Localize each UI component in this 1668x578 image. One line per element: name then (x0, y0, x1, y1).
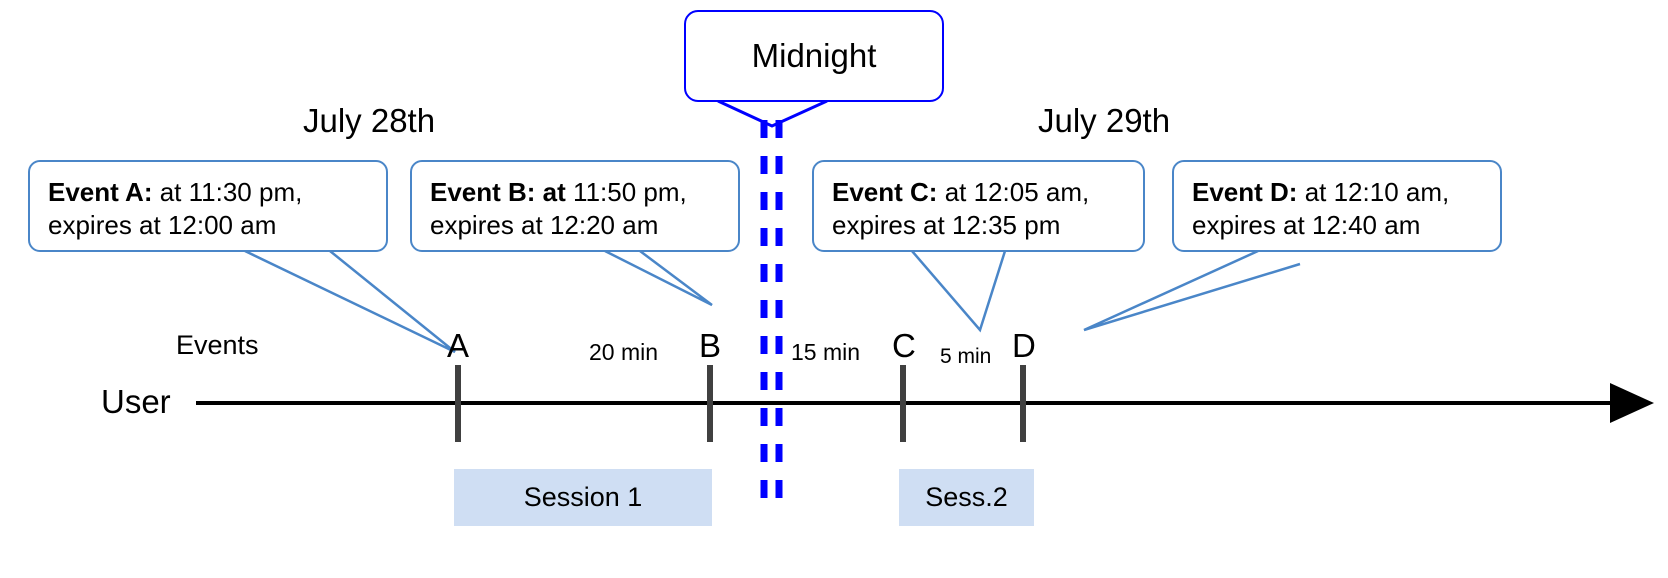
lane-label-events: Events (176, 330, 259, 360)
callout-event-b-line2: expires at 12:20 am (430, 209, 659, 240)
callout-event-d: Event D: at 12:10 am, expires at 12:40 a… (1172, 160, 1502, 252)
callout-event-a-line1: Event A: at 11:30 pm, (48, 176, 370, 209)
callout-event-b: Event B: at 11:50 pm, expires at 12:20 a… (410, 160, 740, 252)
date-label-right: July 29th (1038, 102, 1171, 139)
callout-event-d-rest: at 12:10 am, (1297, 177, 1450, 207)
callout-event-a-rest: at 11:30 pm, (152, 177, 303, 207)
midnight-callout: Midnight (684, 10, 944, 102)
midnight-callout-tail (717, 99, 828, 128)
callout-event-d-bold: Event D: (1192, 177, 1298, 207)
event-letter-b: B (699, 327, 722, 364)
session-box-1-label: Session 1 (523, 482, 643, 512)
callout-event-d-line1: Event D: at 12:10 am, (1192, 176, 1484, 209)
date-label-left: July 28th (303, 102, 436, 139)
event-d-callout-tail (1083, 249, 1301, 332)
event-letter-c: C (892, 327, 916, 364)
event-letter-d: D (1012, 327, 1036, 364)
callout-event-b-bold: Event B: at (430, 177, 566, 207)
event-c-callout-tail (911, 250, 1007, 333)
callout-event-a-bold: Event A: (48, 177, 153, 207)
interval-label-c-d: 5 min (940, 345, 992, 368)
callout-event-a: Event A: at 11:30 pm, expires at 12:00 a… (28, 160, 388, 252)
callout-event-c: Event C: at 12:05 am, expires at 12:35 p… (812, 160, 1145, 252)
session-box-2-label: Sess.2 (925, 482, 1008, 512)
session-box-2: Sess.2 (899, 469, 1034, 526)
callout-event-b-line1: Event B: at 11:50 pm, (430, 176, 722, 209)
callout-event-c-bold: Event C: (832, 177, 938, 207)
event-a-callout-tail (244, 249, 456, 354)
callout-event-a-line2: expires at 12:00 am (48, 209, 277, 240)
session-box-1: Session 1 (454, 469, 712, 526)
callout-event-c-line2: expires at 12:35 pm (832, 209, 1061, 240)
event-letter-a: A (447, 327, 470, 364)
callout-event-b-rest: 11:50 pm, (565, 177, 687, 207)
interval-label-b-c: 15 min (791, 339, 861, 365)
event-b-callout-tail (604, 249, 713, 307)
callout-event-c-line1: Event C: at 12:05 am, (832, 176, 1127, 209)
callout-event-c-rest: at 12:05 am, (937, 177, 1090, 207)
interval-label-a-b: 20 min (589, 339, 659, 365)
callout-event-d-line2: expires at 12:40 am (1192, 209, 1421, 240)
lane-label-user: User (101, 383, 171, 420)
midnight-label: Midnight (751, 37, 877, 74)
